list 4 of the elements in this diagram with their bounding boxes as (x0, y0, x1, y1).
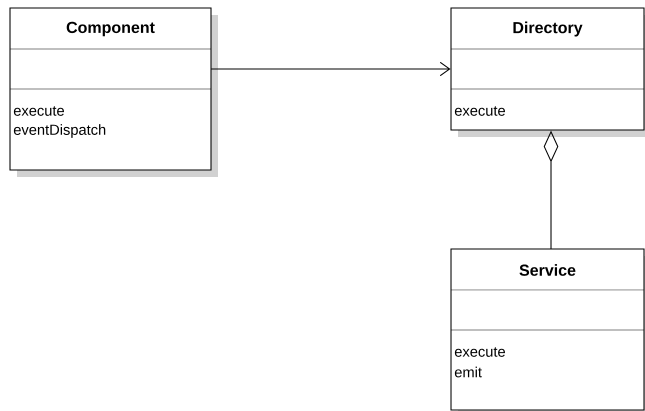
class-box: Service execute emit (450, 248, 645, 411)
class-box: Component execute eventDispatch (9, 7, 218, 177)
class-box: Directory execute (450, 7, 645, 137)
arrow (212, 62, 450, 76)
